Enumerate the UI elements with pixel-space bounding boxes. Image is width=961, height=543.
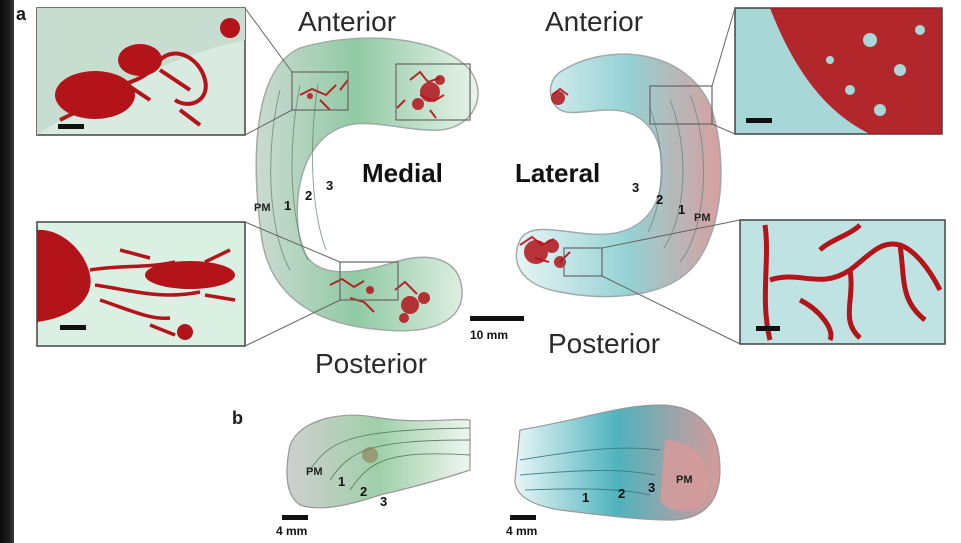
medial-zone-1: 1 bbox=[284, 198, 291, 213]
b-scale-right-label: 4 mm bbox=[506, 524, 537, 538]
b-medial-zone-1: 1 bbox=[338, 474, 345, 489]
medial-zone-2: 2 bbox=[305, 188, 312, 203]
panel-b-label: b bbox=[232, 408, 243, 429]
panel-b-lateral-section bbox=[510, 405, 720, 520]
medial-label: Medial bbox=[362, 158, 443, 189]
b-medial-zone-2: 2 bbox=[360, 484, 367, 499]
lateral-zone-pm: PM bbox=[694, 212, 711, 224]
anterior-left-label: Anterior bbox=[298, 6, 396, 38]
anterior-right-label: Anterior bbox=[545, 6, 643, 38]
lateral-zone-1: 1 bbox=[678, 202, 685, 217]
inset-medial-anterior bbox=[37, 8, 292, 135]
lateral-zone-2: 2 bbox=[656, 192, 663, 207]
scale-label-10mm: 10 mm bbox=[470, 328, 508, 342]
posterior-left-label: Posterior bbox=[315, 348, 427, 380]
lateral-zone-3: 3 bbox=[632, 180, 639, 195]
b-lateral-zone-pm: PM bbox=[676, 474, 693, 486]
medial-zone-3: 3 bbox=[326, 178, 333, 193]
b-lateral-zone-3: 3 bbox=[648, 480, 655, 495]
scale-bar-10mm bbox=[470, 316, 524, 321]
b-medial-zone-3: 3 bbox=[380, 494, 387, 509]
panel-a-label: a bbox=[16, 4, 26, 25]
b-lateral-zone-2: 2 bbox=[618, 486, 625, 501]
b-scale-left-label: 4 mm bbox=[276, 524, 307, 538]
b-lateral-zone-1: 1 bbox=[582, 490, 589, 505]
b-medial-zone-pm: PM bbox=[306, 466, 323, 478]
posterior-right-label: Posterior bbox=[548, 328, 660, 360]
lateral-label: Lateral bbox=[515, 158, 600, 189]
medial-zone-pm: PM bbox=[254, 202, 271, 214]
inset-lateral-anterior bbox=[712, 8, 942, 134]
